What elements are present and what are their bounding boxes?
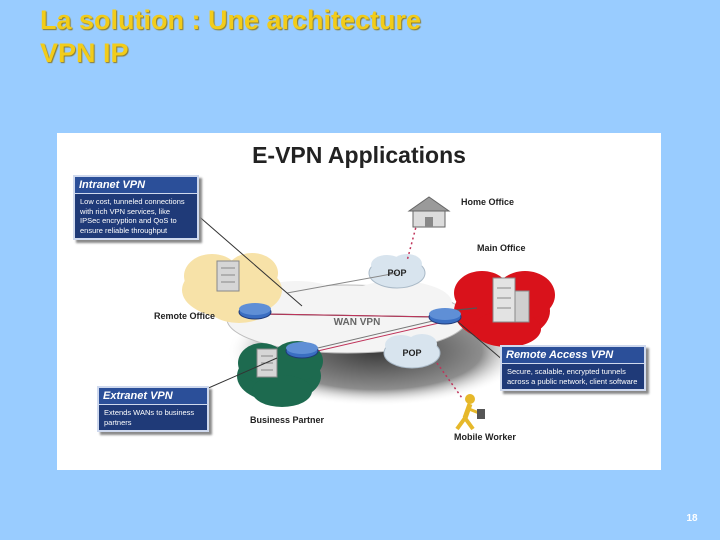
extranet-vpn-heading: Extranet VPN — [99, 388, 207, 405]
page-number: 18 — [686, 513, 698, 524]
business-partner-building-icon — [256, 348, 278, 378]
remote-office-building-icon — [216, 260, 240, 292]
remote-office-label: Remote Office — [154, 311, 215, 321]
remote-access-vpn-text: Secure, scalable, encrypted tunnels acro… — [507, 367, 638, 386]
extranet-vpn-callout: Extranet VPN Extends WANs to business pa… — [97, 386, 209, 432]
business-partner-label: Business Partner — [250, 415, 325, 425]
diagram-title: E-VPN Applications — [252, 142, 466, 168]
pop-bottom-cloud — [383, 334, 441, 369]
router-icon-main — [428, 308, 462, 325]
network-diagram: E-VPN Applications — [154, 142, 555, 442]
router-icon-partner — [285, 342, 319, 359]
home-office-label: Home Office — [461, 197, 514, 207]
pop-top-label: POP — [387, 268, 406, 278]
slide-title: La solution : Une architecture VPN IP — [40, 5, 422, 68]
mobile-worker-label: Mobile Worker — [454, 432, 516, 442]
intranet-vpn-heading: Intranet VPN — [75, 177, 197, 194]
home-office-house-icon — [407, 196, 451, 228]
pop-bottom-label: POP — [402, 348, 421, 358]
main-office-building-icon — [492, 277, 530, 323]
remote-access-vpn-heading: Remote Access VPN — [502, 347, 644, 364]
diagram-panel: E-VPN Applications — [57, 133, 661, 470]
router-icon-remote — [238, 303, 272, 320]
intranet-vpn-text: Low cost, tunneled connections with rich… — [80, 197, 185, 235]
network-links — [194, 212, 505, 399]
remote-access-vpn-callout: Remote Access VPN Secure, scalable, encr… — [500, 345, 646, 391]
intranet-vpn-callout: Intranet VPN Low cost, tunneled connecti… — [73, 175, 199, 240]
extranet-vpn-text: Extends WANs to business partners — [104, 408, 195, 427]
mobile-worker-icon — [455, 394, 485, 431]
main-office-label: Main Office — [477, 243, 526, 253]
wan-label: WAN VPN — [334, 317, 381, 328]
